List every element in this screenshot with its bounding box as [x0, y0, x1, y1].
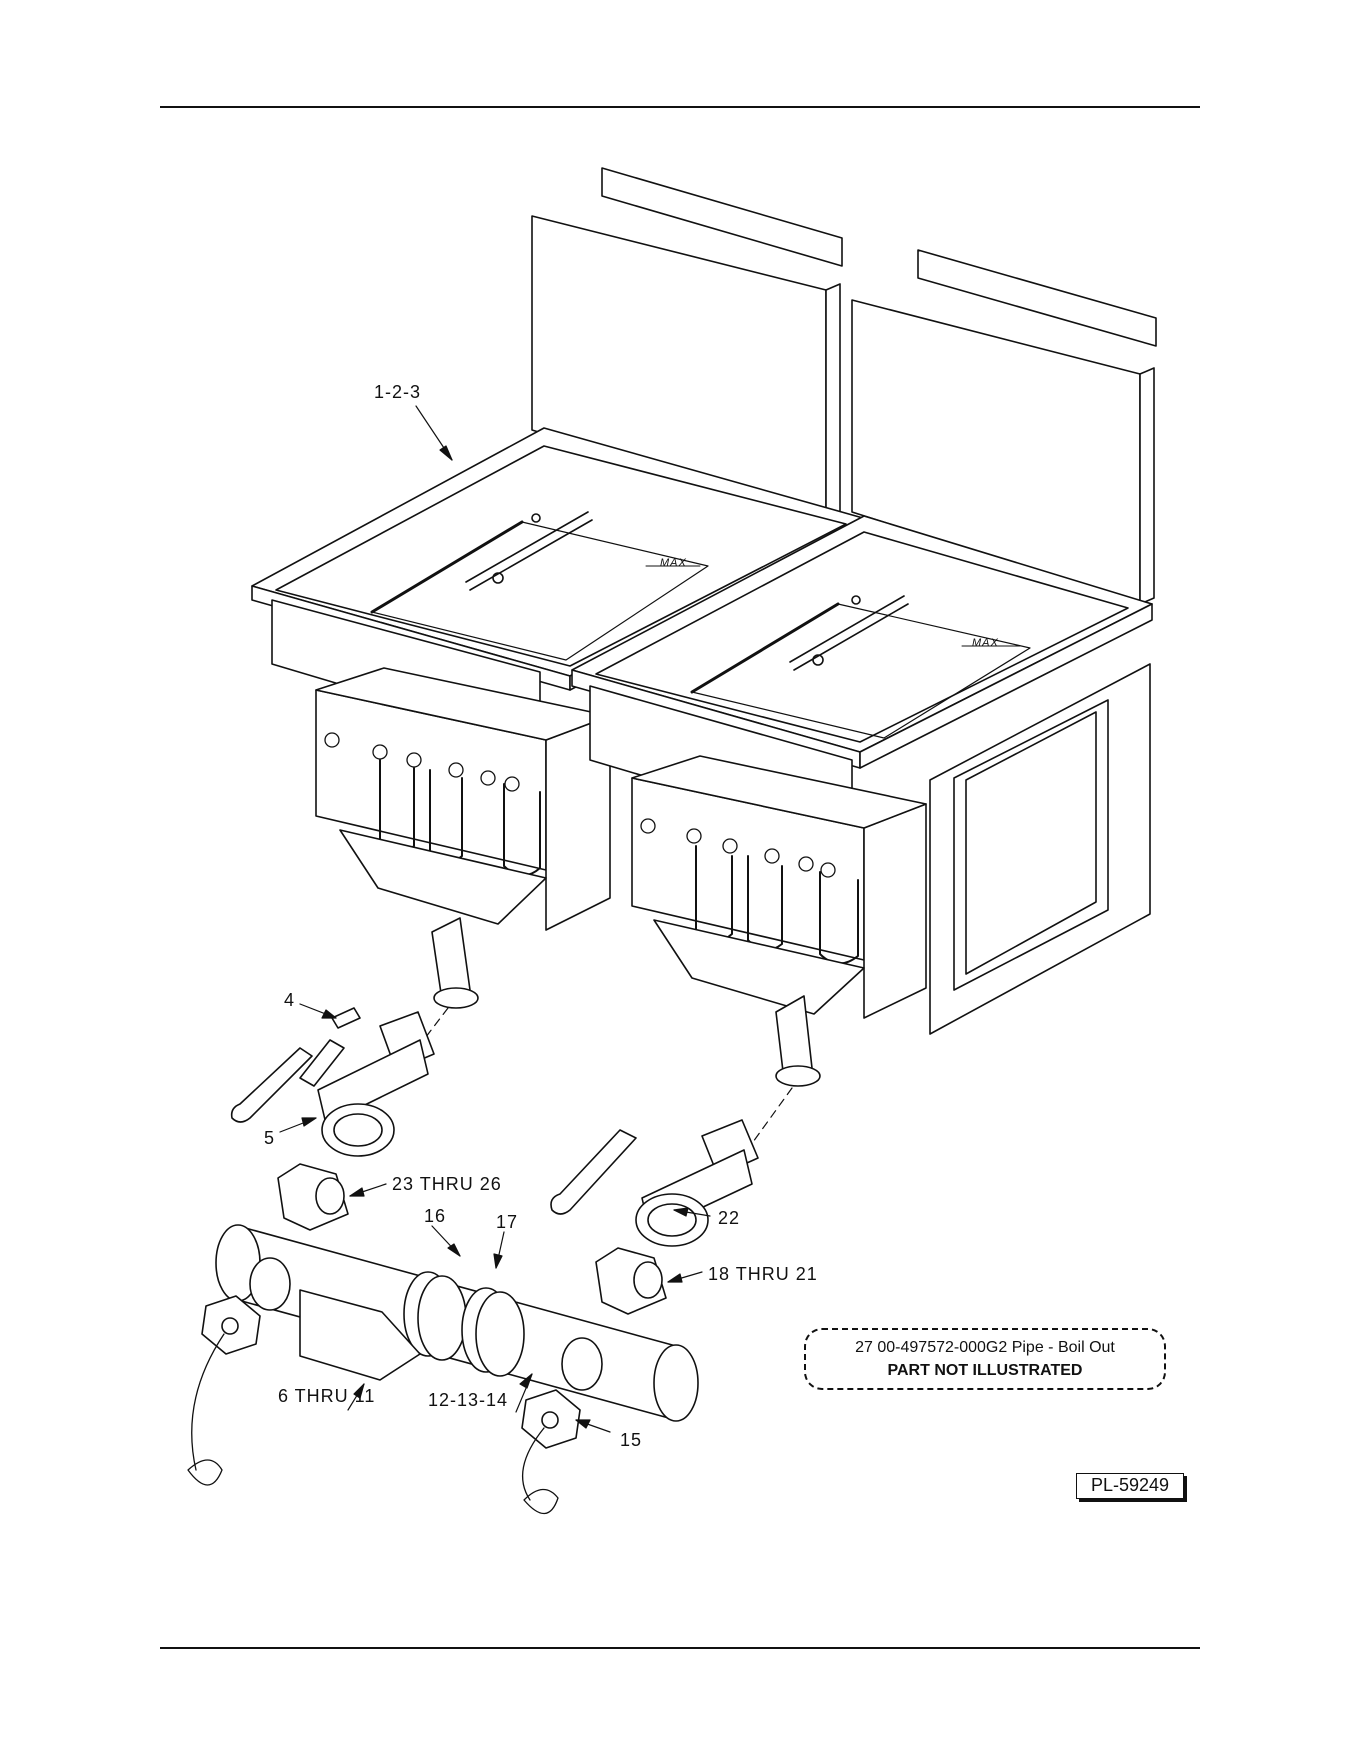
- callout-22: 22: [718, 1208, 740, 1228]
- callout-23-thru-26: 23 THRU 26: [392, 1174, 502, 1194]
- left-drain-valve: [232, 1008, 434, 1156]
- callout-12-13-14: 12-13-14: [428, 1390, 508, 1410]
- callout-16: 16: [424, 1206, 446, 1226]
- callout-1-2-3: 1-2-3: [374, 382, 421, 402]
- max-mark-right: MAX: [972, 637, 999, 649]
- callout-5: 5: [264, 1128, 275, 1148]
- note-part-line: 27 00-497572-000G2 Pipe - Boil Out: [806, 1339, 1164, 1357]
- note-status-line: PART NOT ILLUSTRATED: [806, 1362, 1164, 1380]
- callout-17: 17: [496, 1212, 518, 1232]
- callout-18-thru-21: 18 THRU 21: [708, 1264, 818, 1284]
- callout-4: 4: [284, 990, 295, 1010]
- callout-6-thru-11: 6 THRU 11: [278, 1386, 375, 1406]
- part-not-illustrated-note: 27 00-497572-000G2 Pipe - Boil Out PART …: [804, 1328, 1166, 1390]
- max-mark-left: MAX: [660, 557, 687, 569]
- drawing-reference-number: PL-59249: [1076, 1473, 1184, 1499]
- callout-15: 15: [620, 1430, 642, 1450]
